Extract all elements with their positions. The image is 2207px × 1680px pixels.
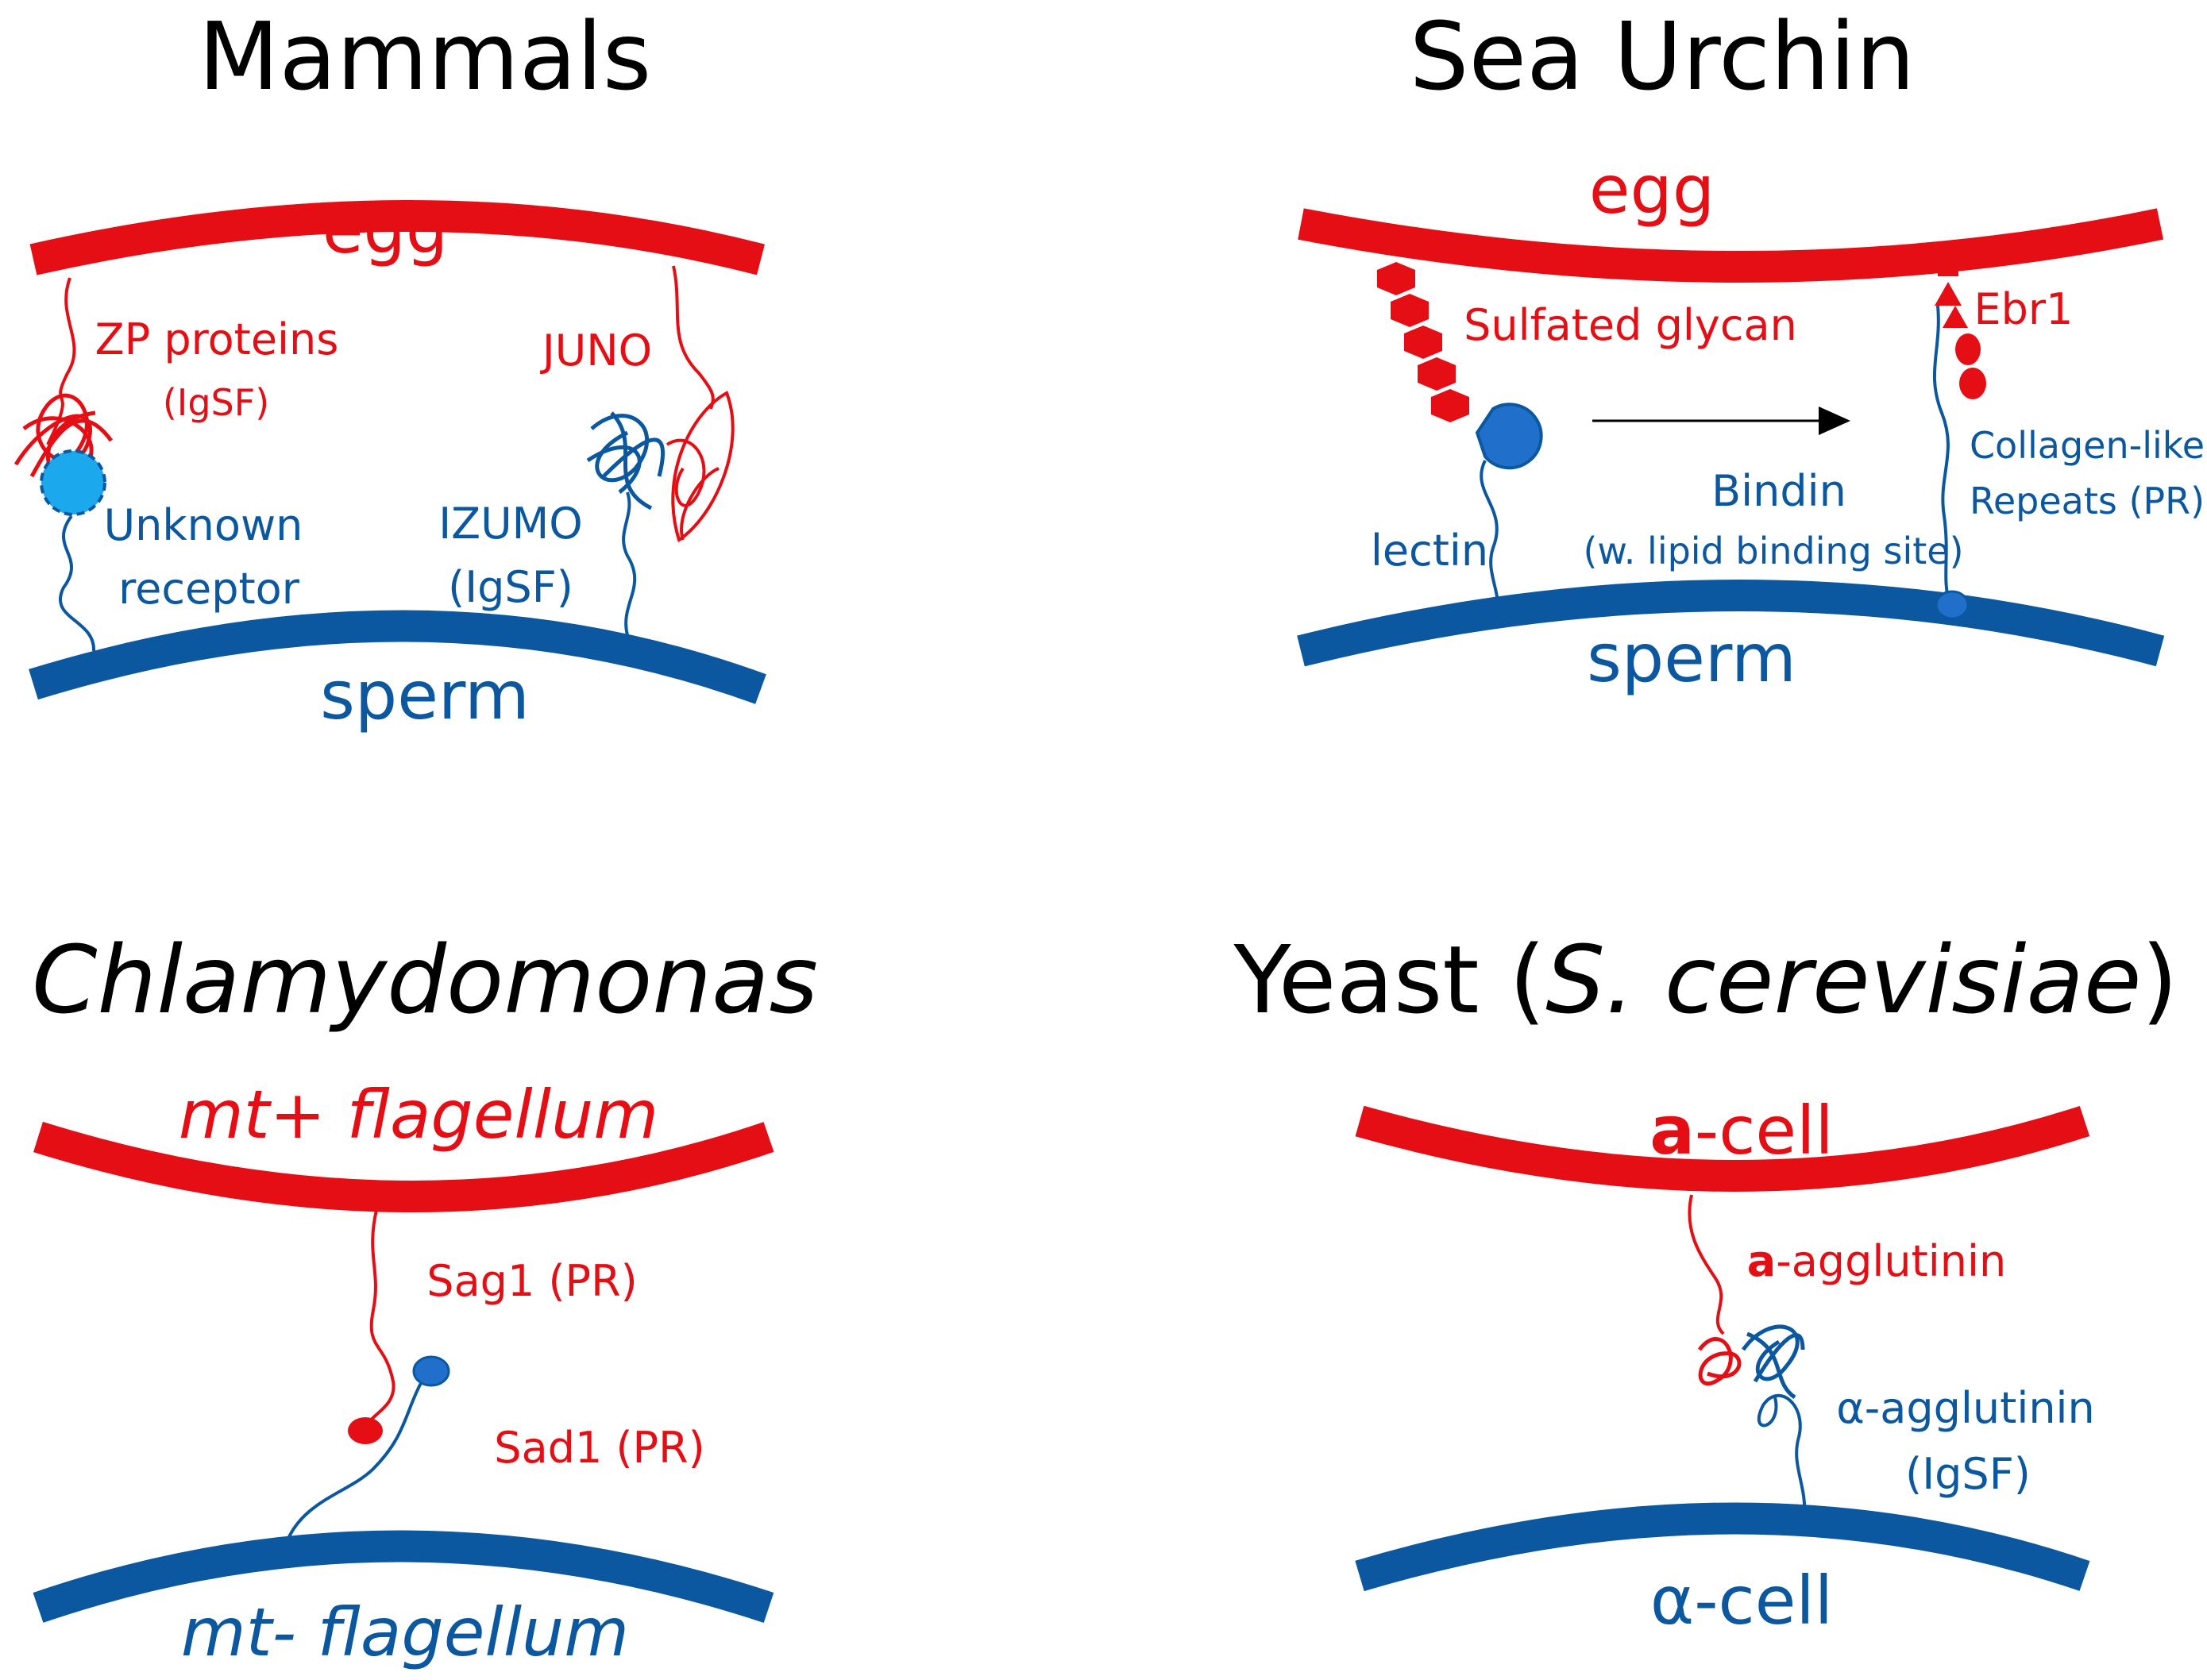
sperm-label: sperm (1587, 619, 1796, 697)
lectin-stalk (1480, 460, 1499, 612)
label-sag1: Sag1 (PR) (426, 1256, 637, 1306)
sperm-label: sperm (320, 657, 530, 734)
a-aggl-bold: a (1747, 1236, 1776, 1286)
label-unknown: Unknown (104, 500, 303, 550)
collagen-strand (1932, 305, 1951, 604)
label-sulfated-glycan: Sulfated glycan (1464, 300, 1797, 350)
panel-sea-urchin: Sea Urchin egg sperm Sulfated glycan lec… (1297, 2, 2205, 697)
lipid-anchor (1935, 590, 1970, 620)
alpha-cell-membrane (1355, 1502, 2090, 1592)
izumo-stalk (622, 491, 637, 636)
label-ebr1: Ebr1 (1974, 284, 2074, 334)
sad1-head (412, 1355, 450, 1387)
egg-label: egg (322, 191, 448, 268)
panel-chlamydomonas: Chlamydomonas mt+ flagellum mt- flagellu… (32, 925, 818, 1671)
sag1-strand (365, 1206, 395, 1427)
mt-minus-membrane (33, 1530, 774, 1623)
sperm-membrane (29, 610, 766, 704)
label-izumo: IZUMO (438, 499, 583, 549)
sulfated-glycan-chain (1377, 262, 1469, 422)
egg-label: egg (1589, 151, 1715, 229)
panel-mammals: Mammals egg sperm ZP proteins (IgSF) Unk… (14, 2, 766, 734)
label-lectin: lectin (1371, 526, 1488, 576)
unknown-receptor-shape (40, 449, 106, 516)
label-mt-plus: mt+ flagellum (179, 1076, 658, 1154)
lectin-shape (1475, 403, 1543, 470)
label-bindin-note: (w. lipid binding site) (1583, 530, 1963, 572)
label-a-cell: a-cell (1649, 1092, 1834, 1169)
a-cell-bold: a (1649, 1092, 1695, 1169)
label-mt-minus: mt- flagellum (181, 1593, 629, 1671)
a-aggl-rest: -agglutinin (1776, 1236, 2006, 1286)
a-agglutinin-tangle (1698, 1337, 1742, 1385)
egg-membrane (29, 200, 765, 276)
label-receptor: receptor (118, 564, 300, 614)
label-alpha-agglutinin: α-agglutinin (1836, 1383, 2095, 1433)
label-repeats: Repeats (PR) (1970, 480, 2205, 522)
title-yeast-suffix: ) (2141, 925, 2178, 1035)
label-juno: JUNO (540, 326, 652, 376)
label-zp-proteins: ZP proteins (95, 314, 339, 364)
binding-arrow-head (1819, 407, 1850, 435)
a-agglutinin-strand (1688, 1194, 1725, 1335)
alpha-agglutinin-tangle (1741, 1324, 1805, 1400)
alpha-agglutinin-stalk (1757, 1393, 1807, 1517)
izumo-tangle (586, 411, 665, 511)
juno-strand (672, 265, 715, 410)
zp-protein-strand (46, 277, 76, 445)
juno-shape (666, 391, 735, 543)
sad1-strand (284, 1382, 422, 1545)
title-mammals: Mammals (199, 2, 652, 111)
title-yeast: Yeast (S. cerevisiae) (1233, 925, 2178, 1035)
title-yeast-prefix: Yeast ( (1233, 925, 1546, 1035)
mt-plus-membrane (33, 1121, 774, 1212)
unknown-receptor-stalk (58, 514, 96, 652)
label-alpha-cell: α-cell (1650, 1562, 1833, 1640)
title-chlamydomonas: Chlamydomonas (32, 925, 818, 1035)
sperm-membrane (1297, 580, 2165, 667)
label-alpha-igsf: (IgSF) (1905, 1449, 2031, 1499)
label-sad1: Sad1 (PR) (494, 1423, 704, 1473)
egg-membrane (1298, 208, 2164, 283)
a-cell-membrane (1355, 1105, 2090, 1192)
label-bindin: Bindin (1711, 466, 1846, 516)
label-izumo-igsf: (IgSF) (448, 562, 573, 612)
a-cell-rest: -cell (1695, 1092, 1834, 1169)
label-a-agglutinin: a-agglutinin (1747, 1236, 2006, 1286)
label-zp-igsf: (IgSF) (163, 381, 269, 424)
panel-yeast: Yeast (S. cerevisiae) a-cell α-cell a-ag… (1233, 925, 2178, 1640)
sag1-head (348, 1417, 383, 1444)
label-collagen-like: Collagen-like (1970, 424, 2205, 467)
title-sea-urchin: Sea Urchin (1410, 2, 1916, 111)
title-yeast-species: S. cerevisiae (1545, 925, 2141, 1035)
ebr1-stack (1935, 254, 1986, 399)
